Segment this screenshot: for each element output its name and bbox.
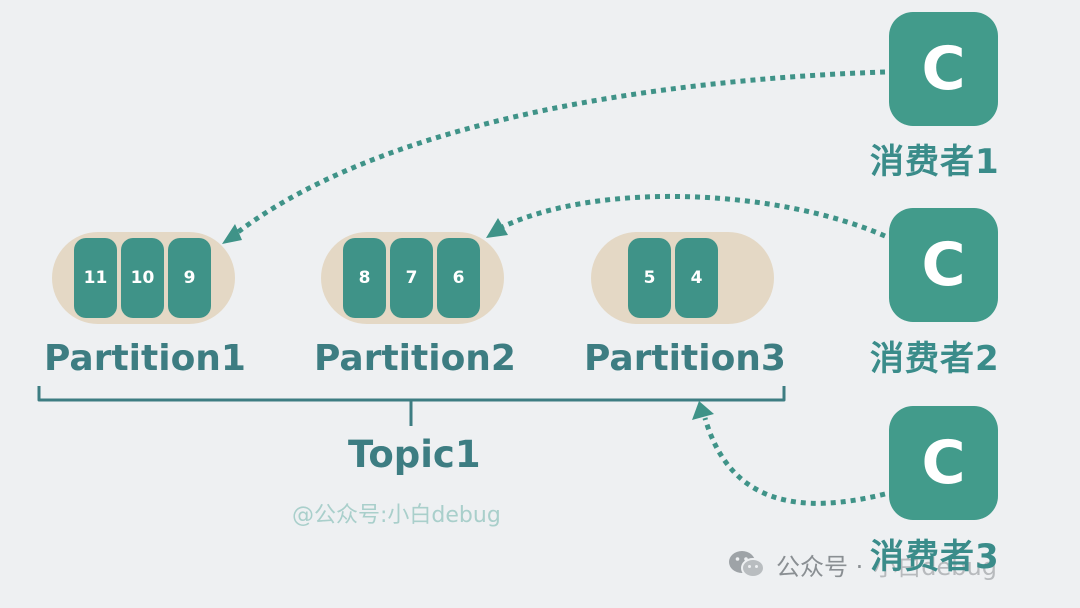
author-credit: @公众号:小白debug bbox=[292, 503, 501, 528]
message-block: 10 bbox=[121, 238, 164, 318]
partition-1-label: Partition1 bbox=[44, 338, 246, 379]
consumer-3-arrow bbox=[702, 417, 886, 506]
message-block: 7 bbox=[390, 238, 433, 318]
partition-3-label: Partition3 bbox=[584, 338, 786, 379]
wechat-icon bbox=[729, 550, 765, 578]
arrow-head bbox=[222, 224, 242, 244]
consumer-1-arrow bbox=[236, 69, 886, 234]
consumer-2-label: 消费者2 bbox=[870, 339, 1000, 379]
partition-2-label: Partition2 bbox=[314, 338, 516, 379]
watermark: 公众号 · 小白debug bbox=[728, 547, 997, 582]
consumer-2-icon: C bbox=[889, 208, 998, 322]
message-block: 6 bbox=[437, 238, 480, 318]
consumer-1-icon: C bbox=[889, 12, 998, 126]
consumer-2-arrow bbox=[498, 194, 887, 239]
watermark-name: 小白debug bbox=[873, 553, 997, 581]
message-block: 8 bbox=[343, 238, 386, 318]
topic-label: Topic1 bbox=[348, 433, 481, 476]
arrow-head bbox=[486, 218, 508, 238]
consumer-3-label: 消费者3 bbox=[870, 537, 1000, 577]
message-block: 9 bbox=[168, 238, 211, 318]
consumer-1-label: 消费者1 bbox=[870, 142, 1000, 182]
message-block: 4 bbox=[675, 238, 718, 318]
topic-bracket bbox=[37, 386, 786, 426]
arrow-head bbox=[692, 401, 714, 420]
consumer-3-icon: C bbox=[889, 406, 998, 520]
watermark-prefix: 公众号 · bbox=[776, 553, 864, 581]
message-block: 5 bbox=[628, 238, 671, 318]
message-block: 11 bbox=[74, 238, 117, 318]
